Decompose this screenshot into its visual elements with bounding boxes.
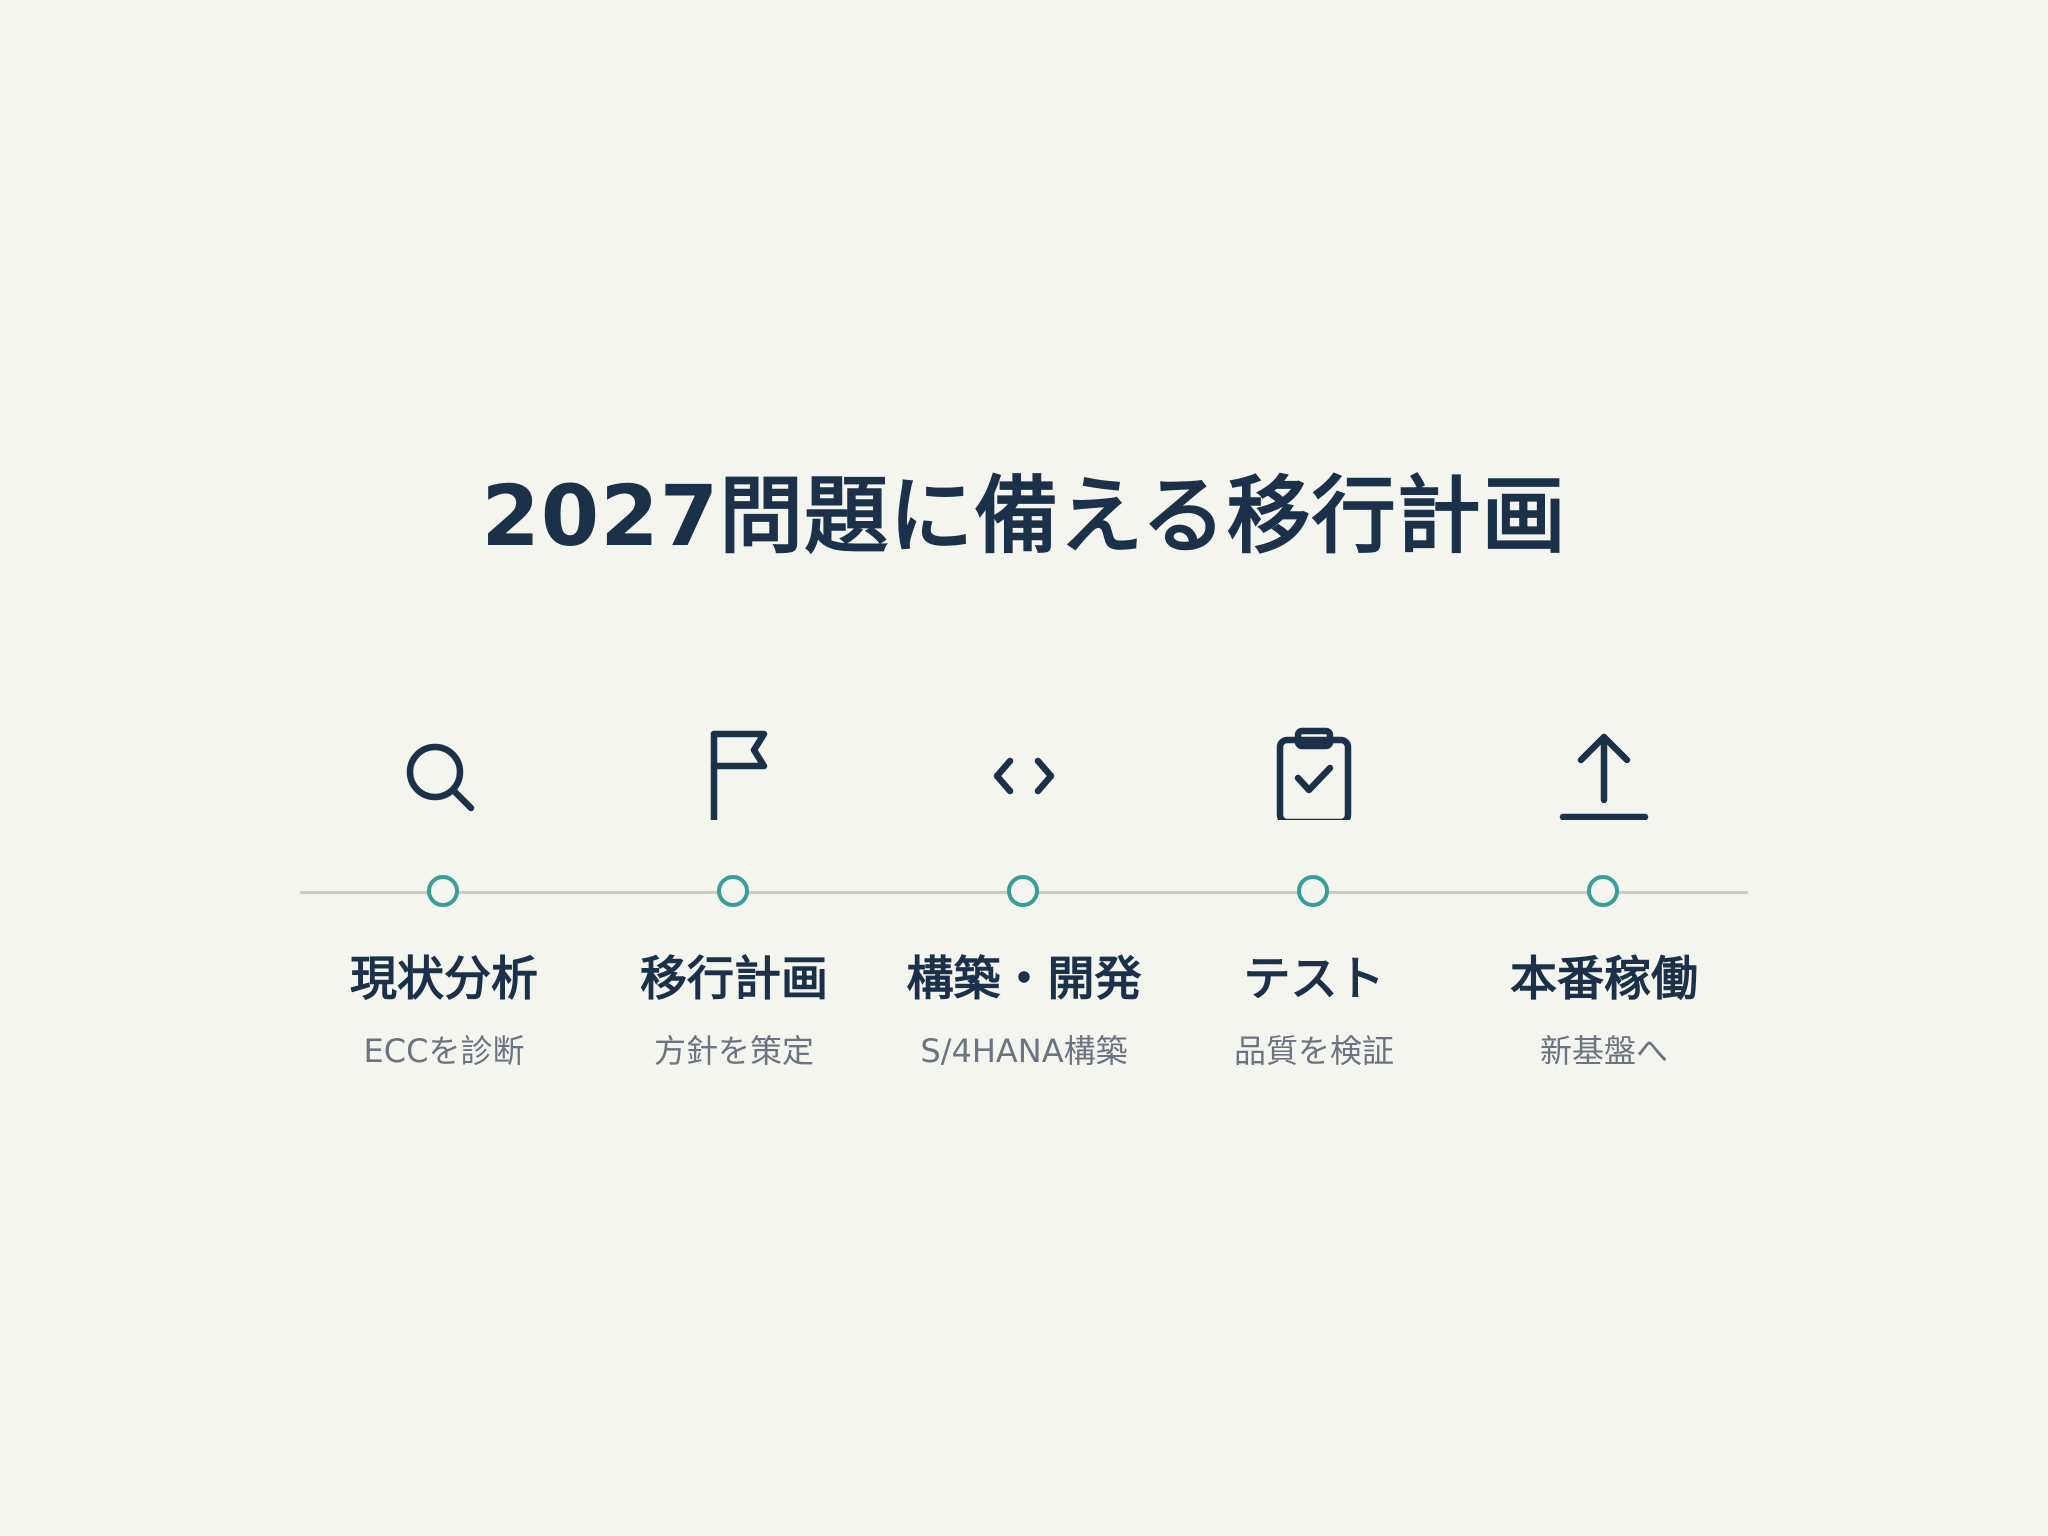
step-go-live: 本番稼働 新基盤へ bbox=[1454, 720, 1754, 1080]
step-description: 品質を検証 bbox=[1233, 1032, 1394, 1070]
step-marker bbox=[1587, 875, 1619, 907]
step-label: 構築・開発 bbox=[906, 952, 1142, 1007]
step-marker bbox=[427, 875, 459, 907]
clipboard-check-icon bbox=[1264, 720, 1364, 820]
step-marker bbox=[1297, 875, 1329, 907]
step-analysis: 現状分析 ECCを診断 bbox=[294, 720, 594, 1080]
step-label: テスト bbox=[1243, 952, 1385, 1007]
upload-icon bbox=[1554, 720, 1654, 820]
step-development: 構築・開発 S/4HANA構築 bbox=[874, 720, 1174, 1080]
step-label: 現状分析 bbox=[350, 952, 538, 1007]
code-icon bbox=[974, 720, 1074, 820]
step-planning: 移行計画 方針を策定 bbox=[584, 720, 884, 1080]
step-label: 移行計画 bbox=[640, 952, 828, 1007]
diagram-title: 2027問題に備える移行計画 bbox=[481, 467, 1567, 565]
step-description: 方針を策定 bbox=[653, 1032, 814, 1070]
step-description: ECCを診断 bbox=[363, 1032, 525, 1070]
step-testing: テスト 品質を検証 bbox=[1164, 720, 1464, 1080]
search-icon bbox=[394, 720, 494, 820]
flag-icon bbox=[684, 720, 784, 820]
step-description: 新基盤へ bbox=[1539, 1032, 1668, 1070]
step-label: 本番稼働 bbox=[1510, 952, 1698, 1007]
step-marker bbox=[717, 875, 749, 907]
step-marker bbox=[1007, 875, 1039, 907]
step-description: S/4HANA構築 bbox=[920, 1032, 1128, 1070]
